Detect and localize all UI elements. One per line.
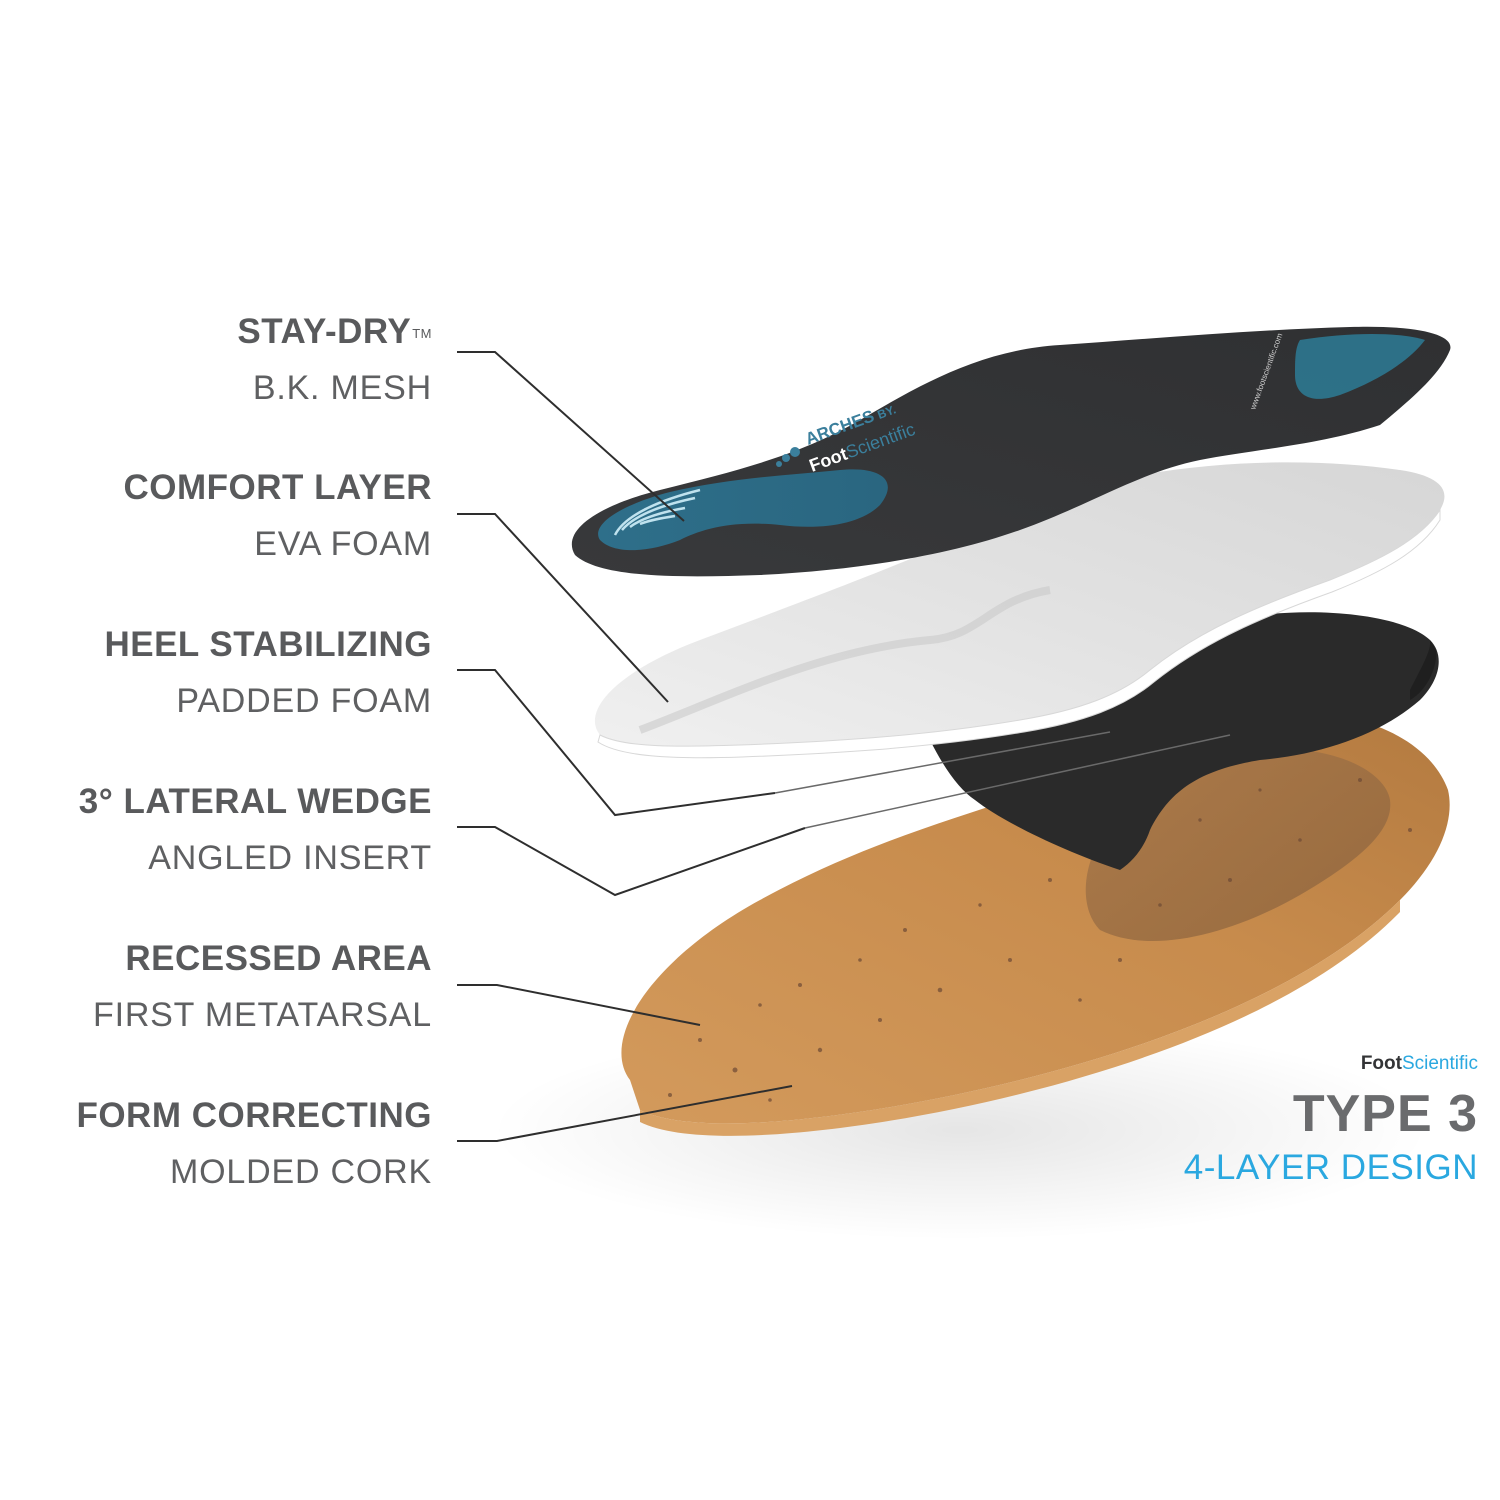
leader-lines-faint bbox=[774, 731, 1231, 829]
leader-line-form bbox=[457, 1085, 793, 1142]
label-subtitle: ANGLED INSERT bbox=[148, 839, 432, 877]
heel-stabilizer-layer bbox=[930, 612, 1439, 870]
label-subtitle: B.K. MESH bbox=[252, 369, 432, 407]
label-comfort-layer: COMFORT LAYER EVA FOAM bbox=[123, 468, 432, 564]
cushion-rings-icon bbox=[613, 488, 701, 536]
label-title: FORM CORRECTING bbox=[76, 1096, 432, 1135]
mesh-top-layer: ARCHESBY. FootScientific www.footscienti… bbox=[571, 326, 1451, 577]
label-title: STAY-DRYTM bbox=[237, 312, 432, 351]
product-type: TYPE 3 bbox=[1292, 1085, 1478, 1143]
product-design: 4-LAYER DESIGN bbox=[1183, 1148, 1478, 1187]
label-title: 3° LATERAL WEDGE bbox=[78, 782, 432, 821]
label-stay-dry: STAY-DRYTM B.K. MESH bbox=[237, 312, 432, 408]
eva-foam-layer bbox=[594, 462, 1445, 759]
leader-line-wedge bbox=[457, 826, 806, 897]
label-title: RECESSED AREA bbox=[125, 939, 432, 978]
label-form-correcting: FORM CORRECTING MOLDED CORK bbox=[76, 1096, 432, 1192]
label-subtitle: FIRST METATARSAL bbox=[93, 996, 432, 1034]
label-subtitle: MOLDED CORK bbox=[170, 1153, 432, 1191]
brand-logo: FootScientific bbox=[1360, 1053, 1478, 1074]
label-title: HEEL STABILIZING bbox=[104, 625, 432, 664]
leader-line-comfort bbox=[457, 513, 669, 703]
label-title: COMFORT LAYER bbox=[123, 468, 432, 507]
label-heel-stabilizing: HEEL STABILIZING PADDED FOAM bbox=[104, 625, 432, 721]
leader-line-recessed bbox=[457, 984, 701, 1026]
trademark-mark: TM bbox=[412, 326, 432, 341]
footscientific-logo-icon bbox=[776, 447, 800, 467]
leader-lines bbox=[457, 351, 806, 1142]
product-block: FootScientific TYPE 3 4-LAYER DESIGN bbox=[1184, 1052, 1478, 1188]
label-subtitle: EVA FOAM bbox=[254, 525, 432, 563]
leader-line-heel bbox=[457, 669, 776, 817]
label-lateral-wedge: 3° LATERAL WEDGE ANGLED INSERT bbox=[79, 782, 432, 878]
label-subtitle: PADDED FOAM bbox=[176, 682, 432, 720]
leader-line-stay-dry bbox=[457, 351, 685, 522]
label-recessed-area: RECESSED AREA FIRST METATARSAL bbox=[93, 939, 432, 1035]
